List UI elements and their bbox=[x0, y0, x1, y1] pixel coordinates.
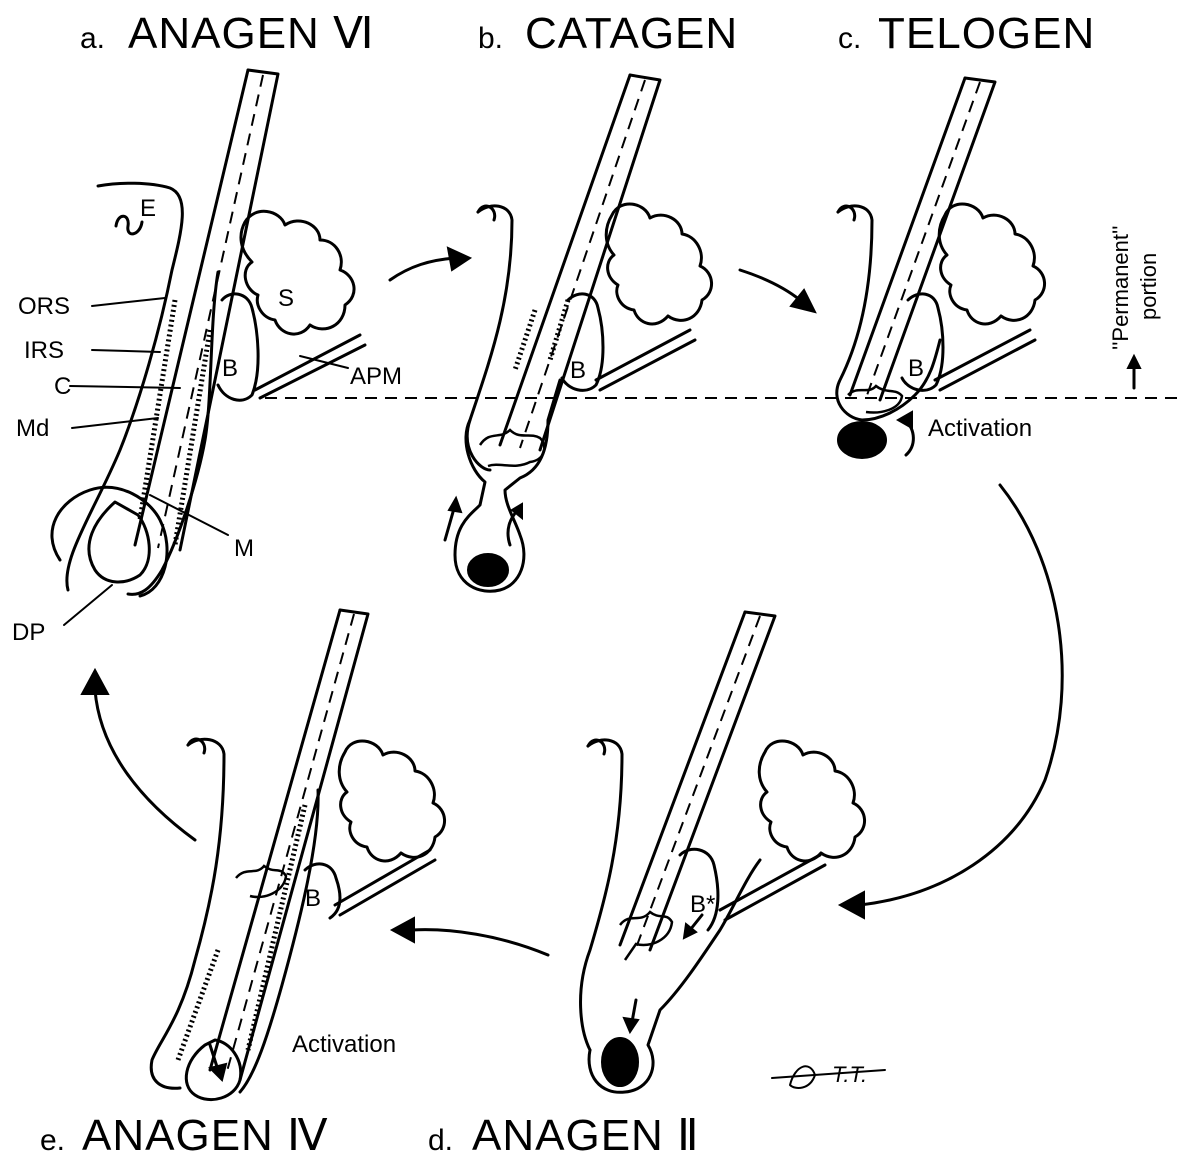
leader-ors bbox=[92, 298, 165, 306]
arrow-anagen-vi-to-catagen-head bbox=[448, 248, 470, 270]
arrow-catagen-to-telogen-head bbox=[791, 290, 815, 312]
follicle-telogen-sebaceous-gland bbox=[939, 204, 1044, 324]
follicle-telogen-outer-right bbox=[862, 340, 940, 420]
follicle-anagen-ii bbox=[581, 612, 865, 1092]
activation-arrow-telogen-head bbox=[898, 412, 912, 428]
follicle-telogen bbox=[837, 78, 1045, 458]
title-anagen-ii: d. ANAGEN Ⅱ bbox=[428, 1111, 700, 1160]
follicle-telogen-apm-upper bbox=[935, 330, 1030, 380]
title-telogen-prefix: c. bbox=[838, 22, 861, 55]
follicle-telogen-outer-left bbox=[837, 206, 872, 420]
follicle-anagen-ii-sebaceous-gland bbox=[759, 741, 864, 861]
follicle-anagen-iv-shaft-right bbox=[240, 610, 368, 1080]
title-catagen: b. CATAGEN bbox=[478, 9, 738, 58]
title-anagen-ii-name: ANAGEN Ⅱ bbox=[472, 1111, 700, 1160]
follicle-anagen-iv bbox=[151, 610, 444, 1100]
follicle-anagen-vi-shaft-right bbox=[180, 70, 278, 550]
follicle-anagen-ii-shaft-left bbox=[620, 612, 745, 945]
activation-arrow-anagen-iv-head bbox=[210, 1064, 226, 1080]
signature-flourish bbox=[790, 1066, 815, 1088]
arrow-catagen-to-telogen bbox=[740, 270, 800, 300]
label-activation-telogen: Activation bbox=[928, 415, 1032, 442]
follicle-telogen-dermal-papilla bbox=[838, 422, 886, 458]
title-anagen-ii-prefix: d. bbox=[428, 1124, 453, 1157]
label-b-catagen: B bbox=[570, 357, 586, 384]
label-md: Md bbox=[16, 415, 49, 442]
label-activation-anagen-iv: Activation bbox=[292, 1031, 396, 1058]
title-catagen-prefix: b. bbox=[478, 22, 503, 55]
label-irs: IRS bbox=[24, 337, 64, 364]
follicle-anagen-ii-down-arrow-head bbox=[624, 1018, 638, 1032]
follicle-catagen-club bbox=[480, 430, 544, 466]
title-anagen-iv: e. ANAGEN Ⅳ bbox=[40, 1111, 329, 1160]
follicle-anagen-iv-sebaceous-gland bbox=[339, 741, 444, 861]
follicle-anagen-vi-epidermis-wave bbox=[116, 216, 142, 234]
follicle-anagen-ii-dermal-papilla bbox=[602, 1038, 638, 1086]
arrow-telogen-to-anagen-ii bbox=[860, 485, 1062, 905]
follicle-anagen-iv-irs-left bbox=[178, 950, 218, 1060]
label-e: E bbox=[140, 195, 156, 222]
follicle-anagen-vi-apm-upper bbox=[255, 335, 360, 390]
permanent-up-arrow-head bbox=[1128, 356, 1140, 368]
arrow-anagen-ii-to-anagen-iv-head bbox=[392, 918, 414, 942]
label-s: S bbox=[278, 285, 294, 312]
title-catagen-name: CATAGEN bbox=[525, 9, 738, 58]
title-anagen-vi-name: ANAGEN Ⅵ bbox=[128, 9, 375, 58]
permanent-label-line1: ''Permanent'' bbox=[1108, 226, 1133, 350]
title-telogen: c. TELOGEN bbox=[838, 9, 1095, 58]
label-b-star: B* bbox=[690, 891, 715, 918]
follicle-anagen-ii-outer-left bbox=[581, 740, 622, 1050]
label-m: M bbox=[234, 535, 254, 562]
artist-signature: T.T. bbox=[772, 1062, 885, 1088]
follicle-anagen-iv-shaft-left bbox=[210, 610, 340, 1070]
label-ors: ORS bbox=[18, 293, 70, 320]
leader-c bbox=[70, 386, 180, 388]
arrow-anagen-iv-to-anagen-vi bbox=[95, 690, 195, 840]
follicle-catagen bbox=[445, 75, 712, 591]
leader-dp bbox=[64, 585, 112, 625]
permanent-label-line2: portion bbox=[1136, 253, 1161, 320]
follicle-telogen-club bbox=[848, 386, 902, 412]
follicle-anagen-vi-sebaceous-gland bbox=[241, 211, 354, 334]
permanent-portion-annotation: ''Permanent'' portion bbox=[1108, 226, 1161, 388]
title-anagen-vi: a. ANAGEN Ⅵ bbox=[80, 9, 375, 58]
follicle-anagen-vi bbox=[52, 70, 365, 625]
arrow-anagen-ii-to-anagen-iv bbox=[412, 930, 548, 955]
follicle-anagen-vi-bulge bbox=[218, 294, 258, 400]
follicle-catagen-irs-left bbox=[515, 310, 535, 370]
label-dp: DP bbox=[12, 619, 45, 646]
follicle-telogen-medulla bbox=[866, 82, 980, 398]
follicle-anagen-iv-apm-upper bbox=[335, 850, 430, 905]
follicle-anagen-iv-medulla bbox=[226, 614, 354, 1075]
follicle-catagen-medulla bbox=[520, 80, 645, 448]
follicle-catagen-shaft-right bbox=[540, 75, 660, 450]
label-apm: APM bbox=[350, 363, 402, 390]
follicle-anagen-ii-apm-upper bbox=[720, 855, 820, 910]
follicle-catagen-dermal-papilla bbox=[468, 554, 508, 586]
label-b-telogen: B bbox=[908, 355, 924, 382]
title-anagen-iv-name: ANAGEN Ⅳ bbox=[82, 1111, 329, 1160]
arrow-anagen-vi-to-catagen bbox=[390, 258, 455, 280]
leader-irs bbox=[92, 350, 160, 352]
label-b-anagen-vi: B bbox=[222, 355, 238, 382]
signature-text: T.T. bbox=[832, 1062, 867, 1087]
title-telogen-name: TELOGEN bbox=[878, 9, 1095, 58]
follicle-catagen-apm-upper bbox=[596, 330, 690, 380]
follicle-telogen-apm-lower bbox=[940, 340, 1035, 390]
follicle-catagen-sebaceous-gland bbox=[606, 204, 711, 324]
follicle-catagen-regress-arrow-left-head bbox=[449, 498, 461, 512]
arrow-anagen-iv-to-anagen-vi-head bbox=[82, 670, 108, 694]
follicle-catagen-epithelial-strand bbox=[455, 380, 560, 591]
follicle-anagen-iv-apm-lower bbox=[340, 860, 435, 915]
arrow-telogen-to-anagen-ii-head bbox=[840, 892, 864, 918]
title-anagen-iv-prefix: e. bbox=[40, 1124, 65, 1157]
title-anagen-vi-prefix: a. bbox=[80, 22, 105, 55]
label-c: C bbox=[54, 373, 71, 400]
leader-md bbox=[72, 418, 158, 428]
follicle-telogen-shaft-left bbox=[850, 78, 965, 395]
follicle-catagen-apm-lower bbox=[600, 340, 695, 390]
label-b-anagen-iv: B bbox=[305, 885, 321, 912]
signature-stroke bbox=[772, 1070, 885, 1078]
